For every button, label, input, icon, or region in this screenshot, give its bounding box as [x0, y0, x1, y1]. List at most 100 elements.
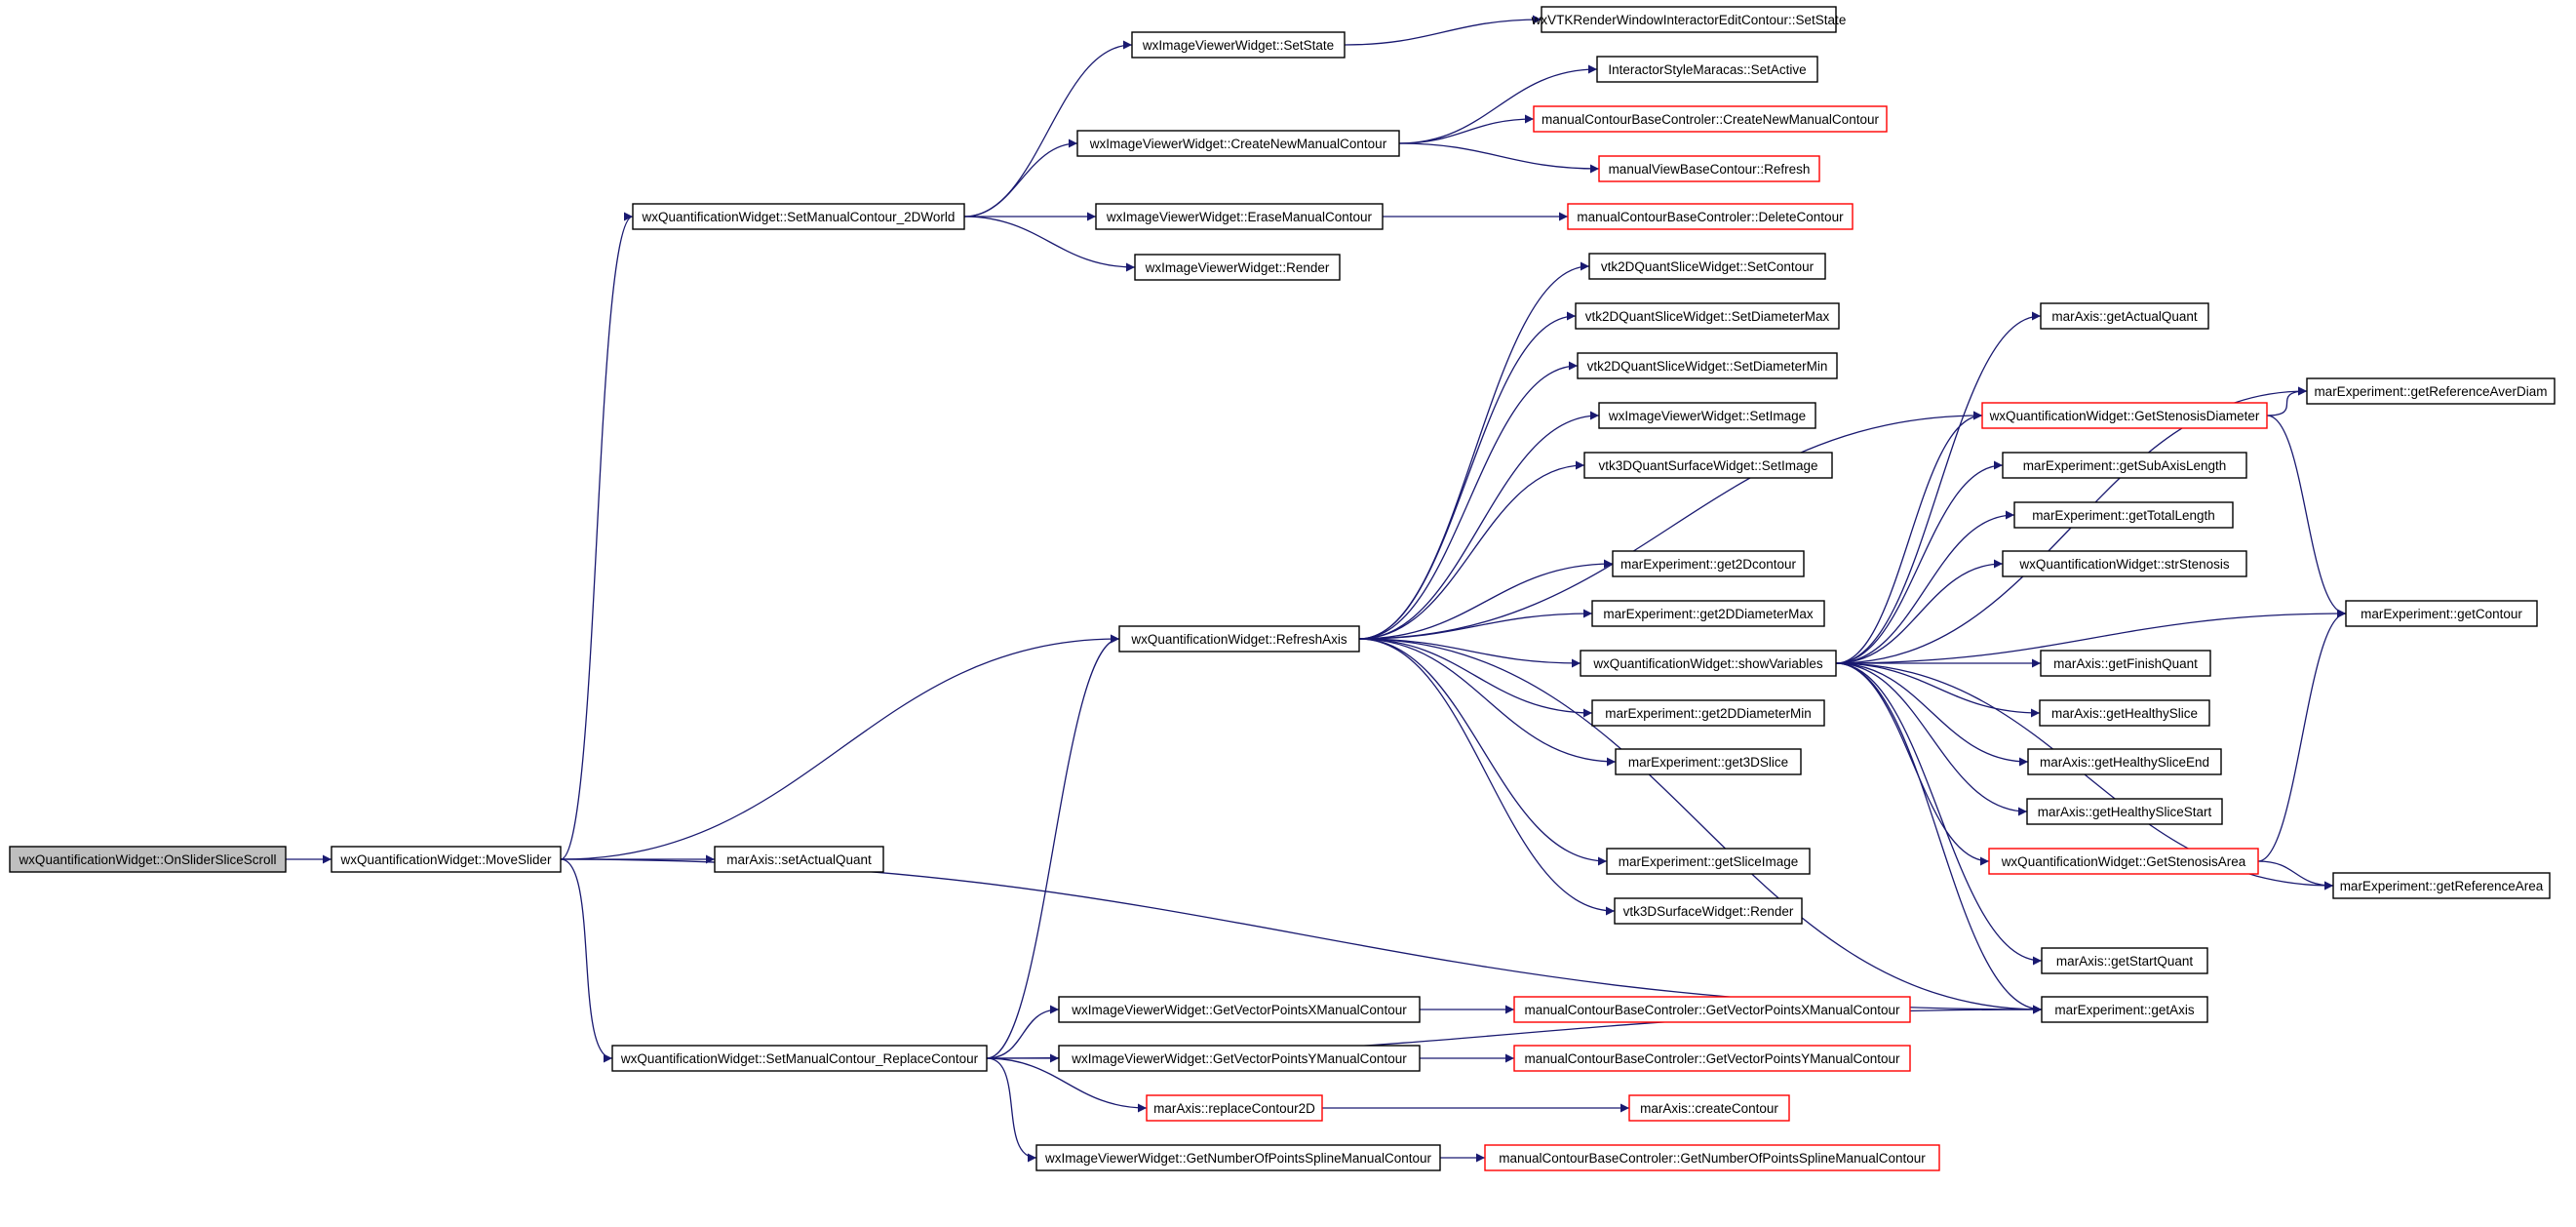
edge-refresh-to-v2d_setdmin	[1358, 361, 1579, 640]
node-box	[1131, 31, 1346, 59]
node-vtk_setstate[interactable]: wxVTKRenderWindowInteractorEditContour::…	[1531, 6, 1847, 33]
node-me_getsublen[interactable]: marExperiment::getSubAxisLength	[2002, 452, 2247, 479]
node-mcbc_delete[interactable]: manualContourBaseControler::DeleteContou…	[1567, 203, 1854, 230]
node-iv_getvx[interactable]: wxImageViewerWidget::GetVectorPointsXMan…	[1058, 996, 1421, 1023]
node-iv_setimage[interactable]: wxImageViewerWidget::SetImage	[1598, 402, 1816, 429]
node-iv_erase[interactable]: wxImageViewerWidget::EraseManualContour	[1095, 203, 1384, 230]
node-v2d_setdmax[interactable]: vtk2DQuantSliceWidget::SetDiameterMax	[1575, 302, 1840, 330]
edge-showvars-to-ma_getstartq	[1835, 662, 2043, 966]
node-label: wxQuantificationWidget::MoveSlider	[339, 852, 552, 867]
node-label: vtk2DQuantSliceWidget::SetDiameterMin	[1587, 359, 1828, 374]
edge-showvars-to-me_getcontour	[1835, 609, 2347, 664]
edge-showvars-to-ma_gethealthystart	[1835, 662, 2028, 816]
node-me_get2ddmin[interactable]: marExperiment::get2DDiameterMin	[1591, 699, 1825, 727]
node-smc2d[interactable]: wxQuantificationWidget::SetManualContour…	[632, 203, 965, 230]
node-me_getrefaverdiam[interactable]: marExperiment::getReferenceAverDiam	[2306, 377, 2556, 405]
node-me_gettotlen[interactable]: marExperiment::getTotalLength	[2013, 501, 2234, 529]
node-move[interactable]: wxQuantificationWidget::MoveSlider	[331, 846, 562, 873]
node-box	[2345, 600, 2538, 627]
node-mcbc_create[interactable]: manualContourBaseControler::CreateNewMan…	[1533, 105, 1888, 133]
node-mvbc_refresh[interactable]: manualViewBaseContour::Refresh	[1598, 155, 1820, 182]
node-me_get2dcontour[interactable]: marExperiment::get2Dcontour	[1612, 550, 1805, 577]
node-me_getaxis[interactable]: marExperiment::getAxis	[2041, 996, 2208, 1023]
node-box	[1988, 848, 2259, 875]
node-ma_createcontour[interactable]: marAxis::createContour	[1628, 1094, 1790, 1122]
node-box	[1612, 550, 1805, 577]
node-box	[714, 846, 884, 873]
node-box	[2040, 650, 2211, 677]
node-me_getcontour[interactable]: marExperiment::getContour	[2345, 600, 2538, 627]
node-ma_gethealthyend[interactable]: marAxis::getHealthySliceEnd	[2027, 748, 2222, 775]
node-iv_create[interactable]: wxImageViewerWidget::CreateNewManualCont…	[1076, 130, 1400, 157]
edge-getstendiam-to-me_getcontour	[2266, 415, 2347, 618]
node-getstenarea[interactable]: wxQuantificationWidget::GetStenosisArea	[1988, 848, 2259, 875]
edge-iv_setstate-to-vtk_setstate	[1344, 15, 1542, 46]
node-box	[1598, 402, 1816, 429]
node-label: wxQuantificationWidget::SetManualContour…	[642, 210, 956, 224]
edge-showvars-to-me_getsublen	[1835, 460, 2004, 664]
node-me_get2ddmax[interactable]: marExperiment::get2DDiameterMax	[1591, 600, 1825, 627]
node-me_getsliceimage[interactable]: marExperiment::getSliceImage	[1606, 848, 1811, 875]
node-box	[1591, 699, 1825, 727]
node-v3ds_render[interactable]: vtk3DSurfaceWidget::Render	[1614, 897, 1803, 925]
node-label: marAxis::getStartQuant	[2056, 954, 2194, 969]
edge-refresh-to-me_getsliceimage	[1358, 638, 1608, 866]
node-iv_getvy[interactable]: wxImageViewerWidget::GetVectorPointsYMan…	[1058, 1045, 1421, 1072]
edge-iv_create-to-ism_setactive	[1398, 64, 1598, 144]
node-root[interactable]: wxQuantificationWidget::OnSliderSliceScr…	[9, 846, 287, 873]
node-label: wxImageViewerWidget::EraseManualContour	[1106, 210, 1373, 224]
node-mcbc_getvx[interactable]: manualContourBaseControler::GetVectorPoi…	[1513, 996, 1911, 1023]
node-strsten[interactable]: wxQuantificationWidget::strStenosis	[2002, 550, 2247, 577]
edge-iv_create-to-mvbc_refresh	[1398, 142, 1600, 174]
node-ma_gethealthy[interactable]: marAxis::getHealthySlice	[2039, 699, 2210, 727]
node-box	[1598, 155, 1820, 182]
node-ma_getstartq[interactable]: marAxis::getStartQuant	[2041, 947, 2208, 974]
node-showvars[interactable]: wxQuantificationWidget::showVariables	[1580, 650, 1837, 677]
node-label: marAxis::getHealthySliceStart	[2038, 805, 2212, 819]
node-iv_render[interactable]: wxImageViewerWidget::Render	[1134, 254, 1341, 281]
node-box	[1628, 1094, 1790, 1122]
node-box	[1095, 203, 1384, 230]
edge-smcrep-to-refresh	[986, 634, 1120, 1059]
node-mcbc_getvy[interactable]: manualContourBaseControler::GetVectorPoi…	[1513, 1045, 1911, 1072]
node-ma_getfinq[interactable]: marAxis::getFinishQuant	[2040, 650, 2211, 677]
node-label: manualContourBaseControler::GetNumberOfP…	[1499, 1151, 1926, 1166]
node-v3d_setimage[interactable]: vtk3DQuantSurfaceWidget::SetImage	[1583, 452, 1833, 479]
node-mcbc_getnum[interactable]: manualContourBaseControler::GetNumberOfP…	[1484, 1144, 1940, 1171]
edge-refresh-to-getstendiam	[1358, 411, 1983, 640]
node-label: wxImageViewerWidget::SetState	[1142, 38, 1334, 53]
node-ma_replace2d[interactable]: marAxis::replaceContour2D	[1146, 1094, 1323, 1122]
node-v2d_setdmin[interactable]: vtk2DQuantSliceWidget::SetDiameterMin	[1577, 352, 1838, 379]
node-box	[1058, 996, 1421, 1023]
node-box	[1588, 253, 1826, 280]
node-label: marAxis::getHealthySlice	[2051, 706, 2198, 721]
edge-layer	[286, 15, 2347, 1163]
node-label: wxQuantificationWidget::showVariables	[1592, 656, 1823, 671]
node-box	[2332, 872, 2551, 899]
node-label: wxImageViewerWidget::Render	[1145, 260, 1330, 275]
node-box	[1606, 848, 1811, 875]
node-me_get3dslice[interactable]: marExperiment::get3DSlice	[1615, 748, 1802, 775]
node-box	[1513, 1045, 1911, 1072]
node-iv_getnum[interactable]: wxImageViewerWidget::GetNumberOfPointsSp…	[1035, 1144, 1441, 1171]
node-ma_gethealthystart[interactable]: marAxis::getHealthySliceStart	[2026, 798, 2223, 825]
node-me_getrefarea[interactable]: marExperiment::getReferenceArea	[2332, 872, 2551, 899]
node-ism_setactive[interactable]: InteractorStyleMaracas::SetActive	[1596, 56, 1818, 83]
node-refresh[interactable]: wxQuantificationWidget::RefreshAxis	[1118, 625, 1360, 653]
node-ma_getactq[interactable]: marAxis::getActualQuant	[2040, 302, 2209, 330]
edge-refresh-to-me_get2ddmin	[1358, 638, 1593, 718]
edge-refresh-to-me_getaxis	[1358, 638, 2043, 1014]
node-box	[1146, 1094, 1323, 1122]
node-getstendiam[interactable]: wxQuantificationWidget::GetStenosisDiame…	[1981, 402, 2268, 429]
edge-refresh-to-v2d_setdmax	[1358, 311, 1577, 640]
node-setactq[interactable]: marAxis::setActualQuant	[714, 846, 884, 873]
node-v2d_setcontour[interactable]: vtk2DQuantSliceWidget::SetContour	[1588, 253, 1826, 280]
node-label: marAxis::getFinishQuant	[2053, 656, 2198, 671]
node-smcrep[interactable]: wxQuantificationWidget::SetManualContour…	[611, 1045, 988, 1072]
node-iv_setstate[interactable]: wxImageViewerWidget::SetState	[1131, 31, 1346, 59]
node-box	[1533, 105, 1888, 133]
node-label: vtk3DQuantSurfaceWidget::SetImage	[1598, 458, 1817, 473]
node-label: wxImageViewerWidget::GetVectorPointsYMan…	[1071, 1051, 1407, 1066]
node-box	[2041, 996, 2208, 1023]
